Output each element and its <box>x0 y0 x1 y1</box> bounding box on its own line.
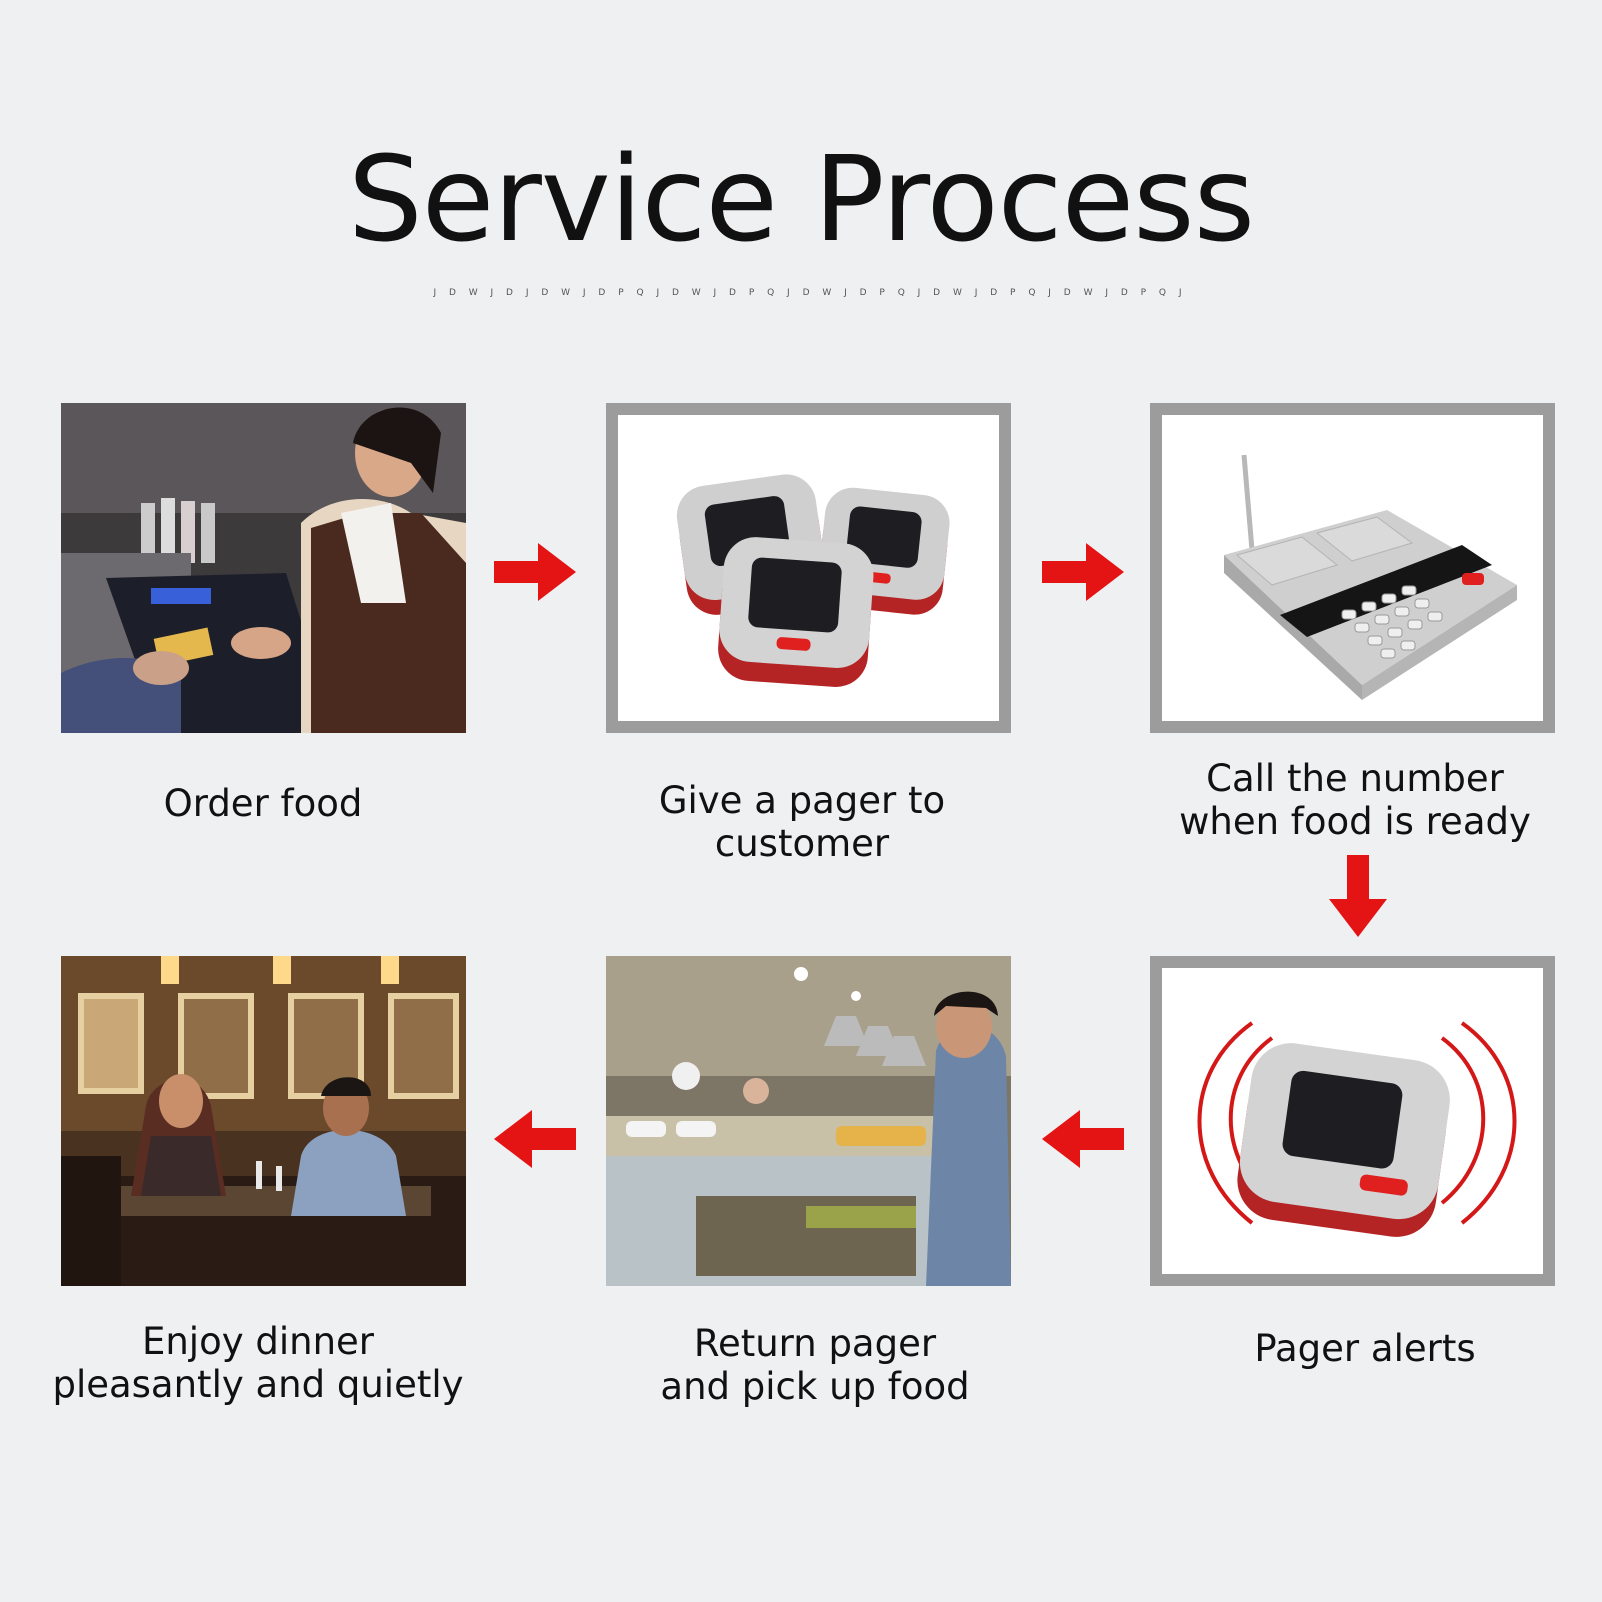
step-3-image <box>1150 403 1555 733</box>
step-2-image <box>606 403 1011 733</box>
step-3-caption: Call the number when food is ready <box>1120 757 1590 843</box>
arrow-right-icon <box>1042 543 1124 601</box>
arrow-down-icon <box>1329 855 1387 937</box>
step-5-caption: Return pager and pick up food <box>580 1322 1050 1408</box>
caption-line: Pager alerts <box>1254 1327 1476 1370</box>
caption-line: Return pager <box>693 1322 937 1365</box>
step-6-image <box>61 956 466 1286</box>
caption-line: Order food <box>163 782 363 825</box>
caption-line: Give a pager to customer <box>658 779 946 865</box>
arrow-left-icon <box>494 1110 576 1168</box>
caption-line: and pick up food <box>660 1365 970 1408</box>
step-6-caption: Enjoy dinner pleasantly and quietly <box>23 1320 493 1406</box>
step-1-image <box>61 403 466 733</box>
caption-line: Call the number <box>1206 757 1504 800</box>
step-4-image <box>1150 956 1555 1286</box>
step-2-caption: Give a pager to customer <box>567 779 1037 865</box>
step-5-image <box>606 956 1011 1286</box>
step-1-caption: Order food <box>28 782 498 825</box>
caption-line: when food is ready <box>1179 800 1531 843</box>
caption-line: Enjoy dinner <box>141 1320 375 1363</box>
arrow-right-icon <box>494 543 576 601</box>
step-4-caption: Pager alerts <box>1130 1327 1600 1370</box>
caption-line: pleasantly and quietly <box>52 1363 464 1406</box>
page-title: Service Process <box>347 130 1255 268</box>
arrow-left-icon <box>1042 1110 1124 1168</box>
decorative-letter-strip: J D W J D J D W J D P Q J D W J D P Q J … <box>433 288 1187 298</box>
